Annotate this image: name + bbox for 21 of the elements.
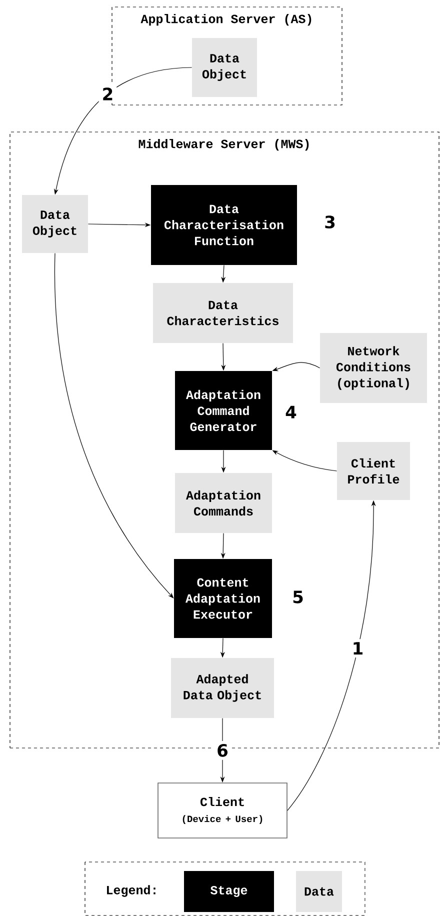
legend-heading: Legend: — [107, 885, 156, 897]
legend-text: Stage — [210, 886, 248, 898]
stage-box: Data Characterisation Function — [151, 185, 297, 265]
data-box: Data Object — [192, 38, 257, 97]
data-box: Adaptation Commands — [175, 473, 272, 533]
step-number: 6 — [214, 740, 232, 760]
data-box: Data Object — [22, 195, 88, 253]
data-box: Adapted Data Object — [171, 658, 274, 718]
data-box: Network Conditions (optional) — [320, 333, 427, 403]
step-number: 1 — [348, 639, 367, 658]
data-box: Data Characteristics — [153, 283, 293, 343]
step-number: 4 — [286, 406, 296, 418]
step-number: 3 — [325, 216, 335, 228]
stage-box: Adaptation Command Generator — [175, 371, 272, 450]
stage-box: Content Adaptation Executor — [174, 559, 272, 638]
step-number: 5 — [293, 590, 303, 604]
step-number: 2 — [98, 84, 117, 104]
client-box: Client (Device + User) — [158, 782, 288, 838]
legend-text: Data — [304, 887, 334, 896]
arrow — [54, 252, 174, 598]
data-box: Client Profile — [337, 442, 410, 500]
